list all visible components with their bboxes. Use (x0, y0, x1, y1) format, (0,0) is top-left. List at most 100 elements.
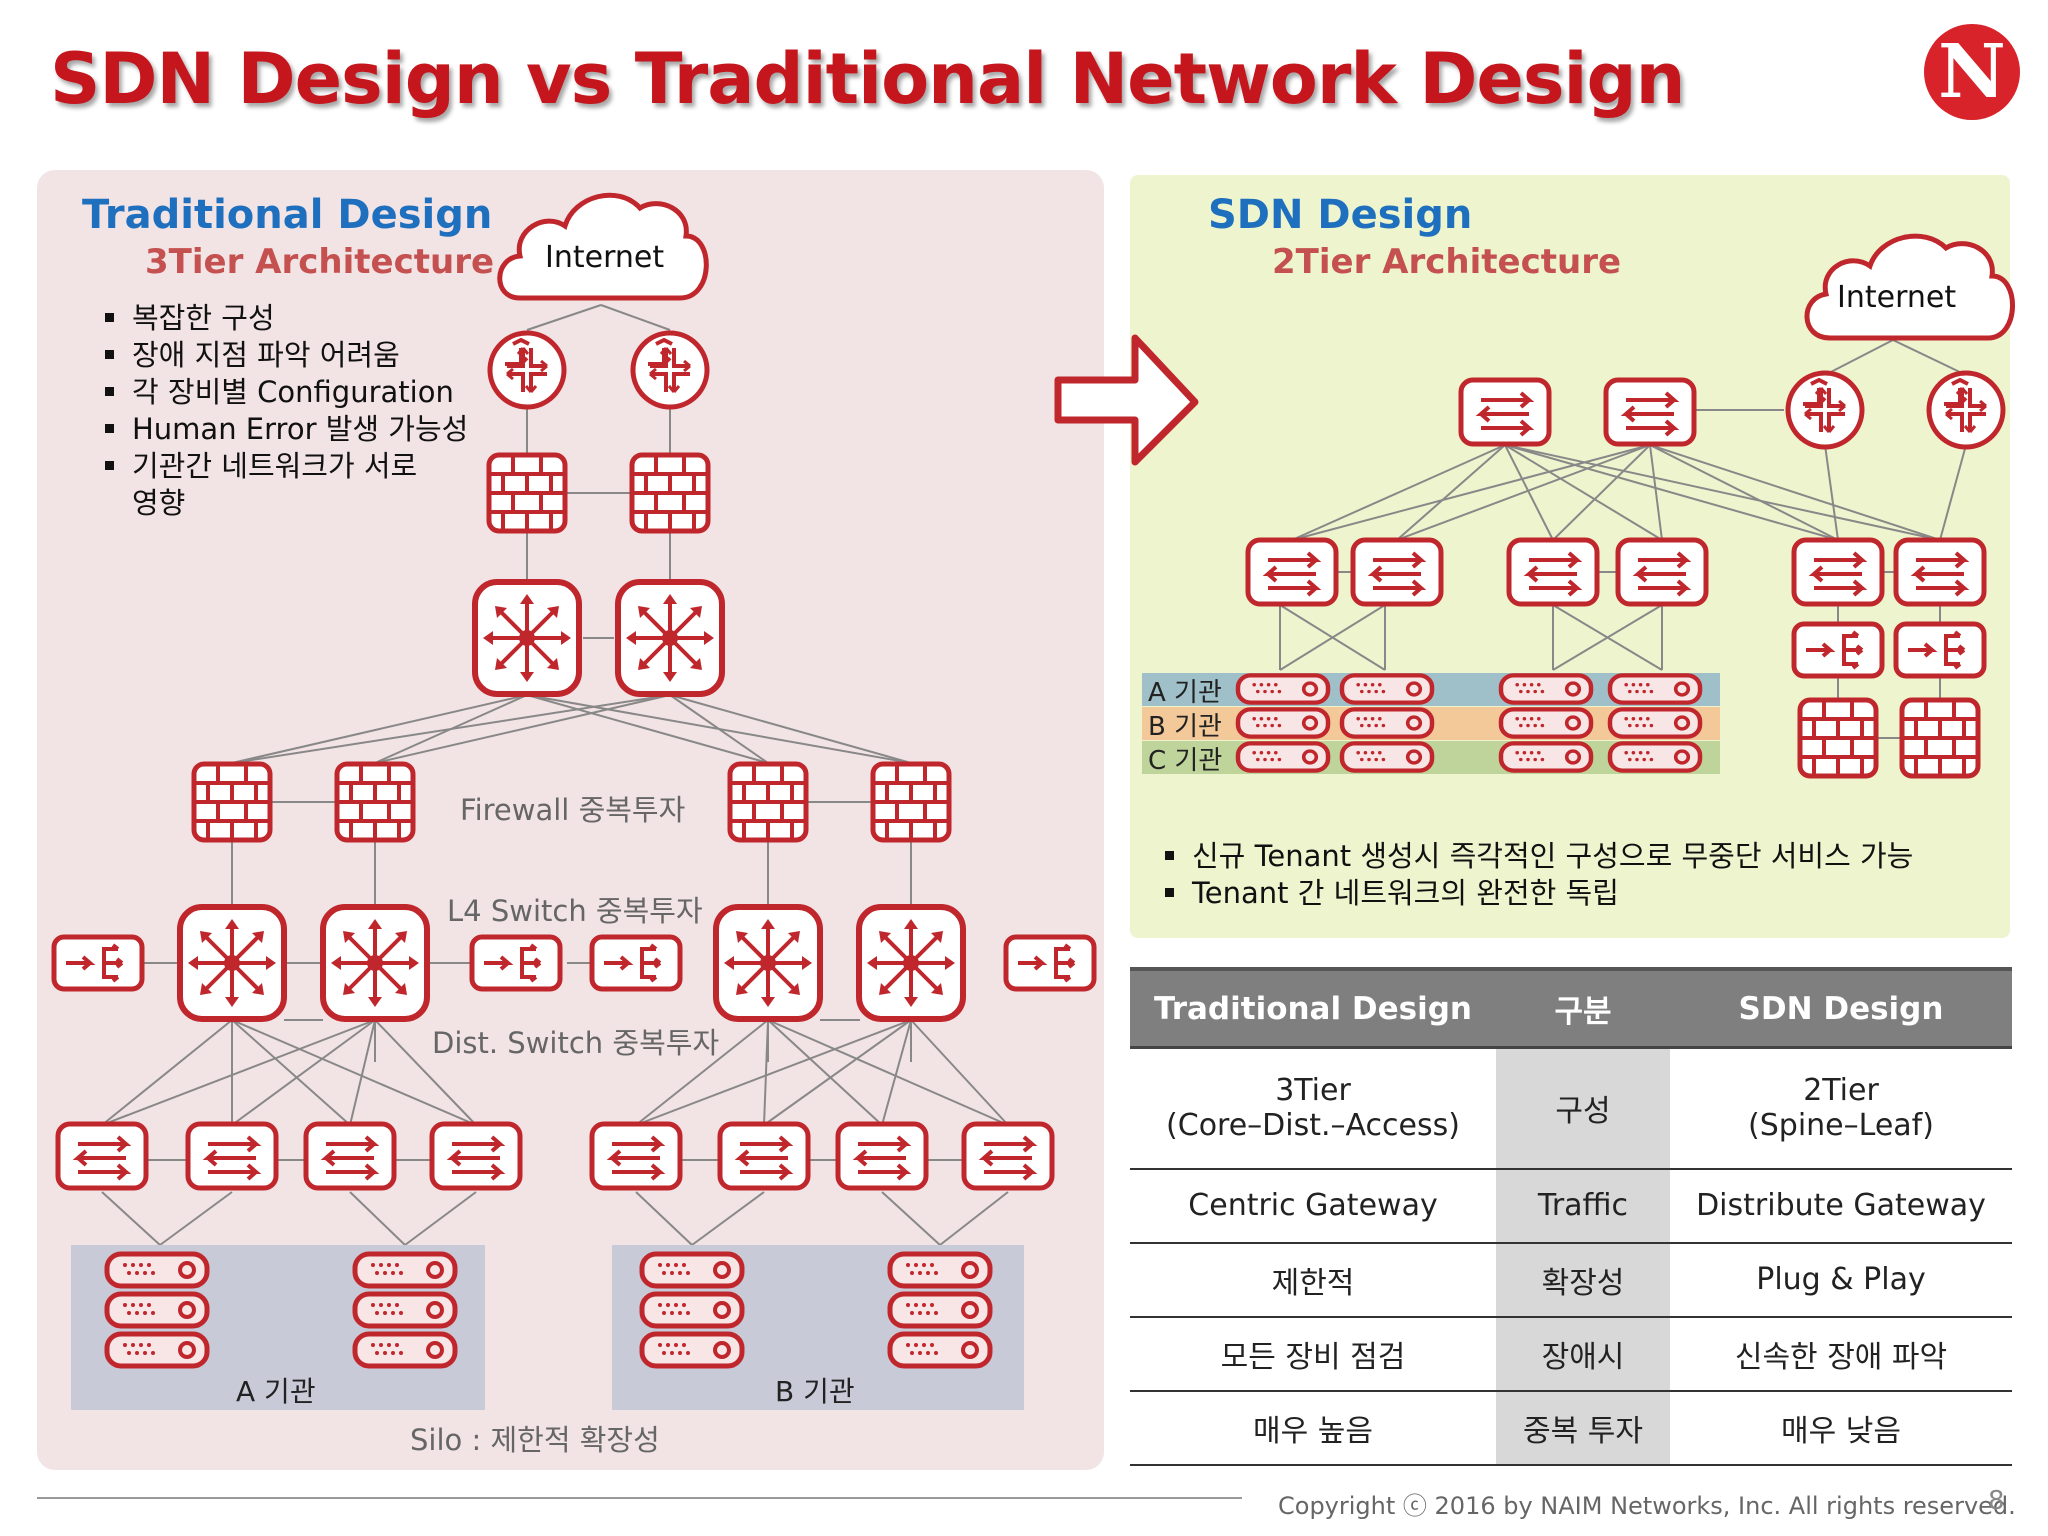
access-switch-icon (58, 1124, 146, 1188)
cell-sdn: 2Tier(Spine–Leaf) (1670, 1047, 2012, 1170)
footer-divider (37, 1497, 1242, 1499)
cell-category: 중복 투자 (1496, 1390, 1670, 1466)
table-row: 제한적 확장성 Plug & Play (1130, 1242, 2012, 1318)
cell-sdn: 신속한 장애 파악 (1670, 1316, 2012, 1392)
cell-category: 구성 (1496, 1047, 1670, 1170)
router-icon (633, 333, 707, 407)
sdn-subtitle: 2Tier Architecture (1272, 242, 1622, 282)
bullet-item-continuation: 영향 (132, 486, 186, 520)
page-number: 8 (1988, 1486, 2005, 1516)
firewall-icon (632, 455, 708, 531)
comparison-table: Traditional Design 구분 SDN Design 3Tier(C… (1130, 967, 2012, 1466)
firewall-icon (194, 764, 270, 840)
bullet-item: 복잡한 구성 (105, 300, 468, 337)
l4-switch-icon (472, 937, 560, 989)
header-sdn: SDN Design (1670, 967, 2012, 1049)
server-icon (355, 1254, 455, 1366)
spine-switch-icon (1461, 380, 1549, 444)
table-row: 매우 높음 중복 투자 매우 낮음 (1130, 1390, 2012, 1466)
silo-label: Silo : 제한적 확장성 (410, 1423, 660, 1457)
dist-switch-icon (180, 907, 284, 1019)
cell-sdn: Plug & Play (1670, 1242, 2012, 1318)
firewall-icon (730, 764, 806, 840)
naim-logo: N (1924, 24, 2020, 120)
l4-switch-icon (54, 937, 142, 989)
l4-switch-icon (1794, 624, 1882, 676)
table-row: Centric Gateway Traffic Distribute Gatew… (1130, 1168, 2012, 1244)
access-switch-icon (838, 1124, 926, 1188)
server-icon (890, 1254, 990, 1366)
internet-cloud-sdn (1804, 233, 2015, 341)
l4-switch-icon (592, 937, 680, 989)
l4-switch-label: L4 Switch 중복투자 (447, 894, 703, 928)
core-switch-icon (618, 582, 722, 694)
header-traditional: Traditional Design (1130, 967, 1496, 1049)
table-row: 모든 장비 점검 장애시 신속한 장애 파악 (1130, 1316, 2012, 1392)
router-icon (1788, 373, 1862, 447)
bullet-item: Human Error 발생 가능성 (105, 411, 468, 448)
bullet-item: 기관간 네트워크가 서로 (105, 448, 468, 485)
l4-switch-icon (1006, 937, 1094, 989)
cell-category: Traffic (1496, 1168, 1670, 1244)
internet-label-traditional: Internet (545, 240, 665, 275)
internet-label-sdn: Internet (1837, 280, 1957, 315)
traditional-bullets: 복잡한 구성 장애 지점 파악 어려움 각 장비별 Configuration … (105, 300, 468, 522)
cell-category: 확장성 (1496, 1242, 1670, 1318)
firewall-icon (873, 764, 949, 840)
router-icon (490, 333, 564, 407)
table-header-row: Traditional Design 구분 SDN Design (1130, 967, 2012, 1049)
router-icon (1929, 373, 2003, 447)
cell-sdn: Distribute Gateway (1670, 1168, 2012, 1244)
internet-cloud-traditional (497, 192, 709, 301)
spine-switch-icon (1606, 380, 1694, 444)
cell-traditional: 제한적 (1130, 1242, 1496, 1318)
cell-category: 장애시 (1496, 1316, 1670, 1392)
copyright-text: Copyright ⓒ 2016 by NAIM Networks, Inc. … (1278, 1492, 2016, 1520)
bullet-item: 장애 지점 파악 어려움 (105, 337, 468, 374)
firewall-icon (337, 764, 413, 840)
leaf-switch-icon (1794, 540, 1882, 604)
leaf-switch-icon (1618, 540, 1706, 604)
leaf-switch-icon (1896, 540, 1984, 604)
traditional-links (101, 304, 1009, 1246)
sdn-bullets: 신규 Tenant 생성시 즉각적인 구성으로 무중단 서비스 가능 Tenan… (1165, 838, 1913, 912)
dist-switch-icon (323, 907, 427, 1019)
access-switch-icon (592, 1124, 680, 1188)
server-icon (642, 1254, 742, 1366)
access-switch-icon (720, 1124, 808, 1188)
bullet-item: 신규 Tenant 생성시 즉각적인 구성으로 무중단 서비스 가능 (1165, 838, 1913, 875)
cell-sdn: 매우 낮음 (1670, 1390, 2012, 1466)
leaf-switch-icon (1353, 540, 1441, 604)
traditional-subtitle: 3Tier Architecture (145, 242, 495, 282)
core-switch-icon (475, 582, 579, 694)
server-icon (107, 1254, 207, 1366)
cell-traditional: 매우 높음 (1130, 1390, 1496, 1466)
access-switch-icon (964, 1124, 1052, 1188)
logo-letter: N (1938, 29, 2006, 115)
access-switch-icon (306, 1124, 394, 1188)
l4-switch-icon (1896, 624, 1984, 676)
bullet-item: 각 장비별 Configuration (105, 374, 468, 411)
cell-traditional: 3Tier(Core–Dist.–Access) (1130, 1047, 1496, 1170)
firewall-icon (1800, 700, 1876, 776)
cell-traditional: Centric Gateway (1130, 1168, 1496, 1244)
tenant-a-label: A 기관 (1148, 678, 1222, 708)
page-title: SDN Design vs Traditional Network Design (50, 38, 1685, 120)
access-switch-icon (432, 1124, 520, 1188)
dist-switch-label: Dist. Switch 중복투자 (432, 1026, 720, 1060)
dist-switch-icon (859, 907, 963, 1019)
cell-traditional: 모든 장비 점검 (1130, 1316, 1496, 1392)
arrow-right-icon (1054, 334, 1199, 466)
silo-a-label: A 기관 (236, 1375, 316, 1408)
header-category: 구분 (1496, 967, 1670, 1049)
dist-switch-icon (716, 907, 820, 1019)
table-row: 3Tier(Core–Dist.–Access) 구성 2Tier(Spine–… (1130, 1047, 2012, 1170)
access-switch-icon (188, 1124, 276, 1188)
firewall-icon (489, 455, 565, 531)
sdn-title: SDN Design (1208, 192, 1473, 238)
leaf-switch-icon (1509, 540, 1597, 604)
firewall-label: Firewall 중복투자 (460, 793, 686, 827)
traditional-title: Traditional Design (82, 192, 493, 238)
tenant-b-label: B 기관 (1148, 712, 1222, 742)
